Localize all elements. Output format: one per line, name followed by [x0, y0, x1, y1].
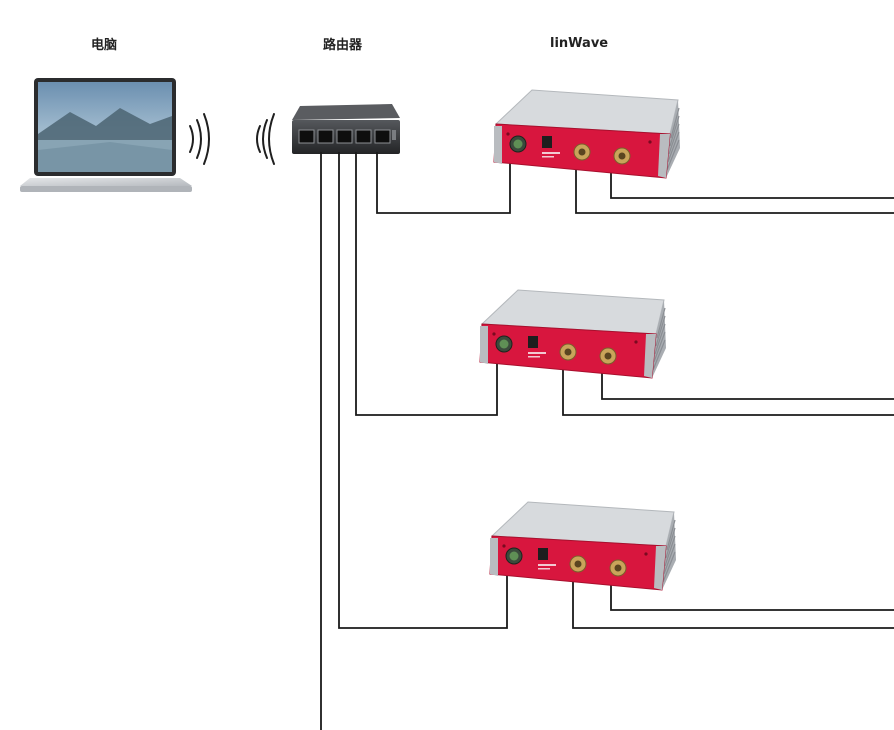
- laptop-icon: [20, 78, 192, 192]
- wifi-waves-icon: [189, 113, 275, 165]
- ethernet-port-icon: [298, 129, 391, 144]
- linwave-device-icon: [493, 89, 681, 179]
- router-icon: [292, 104, 400, 154]
- device-label: linWave: [550, 36, 609, 51]
- linwave-device-icon: [489, 501, 677, 591]
- computer-label: 电脑: [91, 38, 118, 53]
- linwave-device-icon: [479, 289, 667, 379]
- cables: [320, 150, 894, 730]
- router-label: 路由器: [323, 38, 363, 53]
